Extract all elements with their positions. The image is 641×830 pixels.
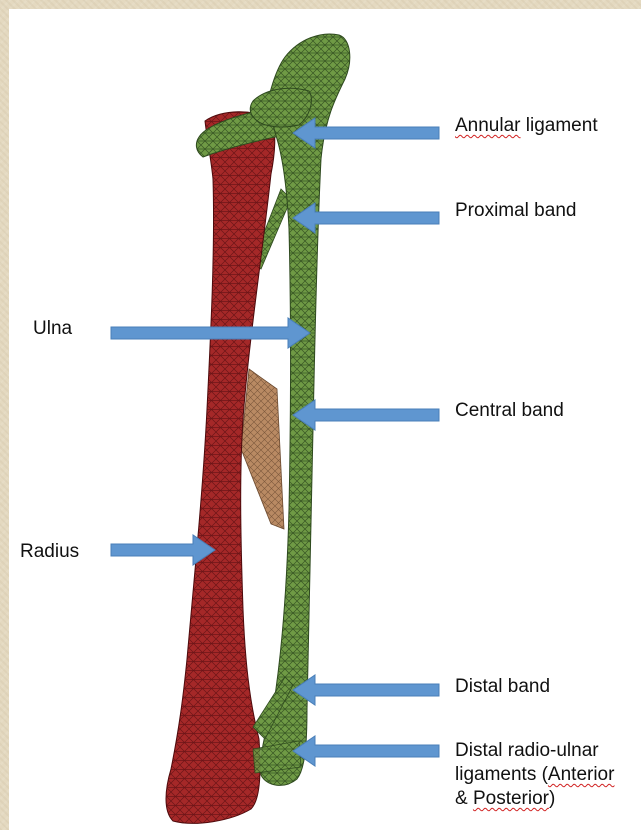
ulna-olecranon — [250, 88, 311, 127]
distal-band-arrow — [293, 675, 439, 705]
central-band-label: Central band — [455, 399, 564, 423]
ulna-label: Ulna — [33, 317, 72, 341]
drul-line2-pre: ligaments ( — [455, 764, 548, 785]
central-band-membrane — [241, 369, 284, 529]
drul-anterior-word: Anterior — [548, 764, 615, 785]
central-band-arrow — [293, 400, 439, 430]
annular-rest: ligament — [521, 115, 598, 136]
drul-line3-pre: & — [455, 788, 473, 809]
distal-radio-ulnar-label-line1: Distal radio-ulnar — [455, 739, 599, 763]
distal-radio-ulnar-arrow — [293, 736, 439, 766]
distal-radio-ulnar-label-line2: ligaments (Anterior — [455, 763, 614, 787]
distal-radio-ulnar-label-line3: & Posterior) — [455, 787, 555, 811]
drul-posterior-word: Posterior — [473, 788, 549, 809]
annular-ligament-arrow — [293, 118, 439, 148]
diagram-canvas: Annular ligament Proximal band Ulna Cent… — [9, 9, 641, 830]
proximal-band-label: Proximal band — [455, 199, 576, 223]
distal-band-label: Distal band — [455, 675, 550, 699]
radius-arrow — [111, 535, 215, 565]
proximal-band-arrow — [293, 203, 439, 233]
distal-radio-ulnar-ligaments — [253, 741, 301, 773]
annular-ligament-label: Annular ligament — [455, 114, 598, 138]
drul-line3-post: ) — [549, 788, 555, 809]
radius-label: Radius — [20, 540, 79, 564]
annular-word: Annular — [455, 115, 521, 136]
